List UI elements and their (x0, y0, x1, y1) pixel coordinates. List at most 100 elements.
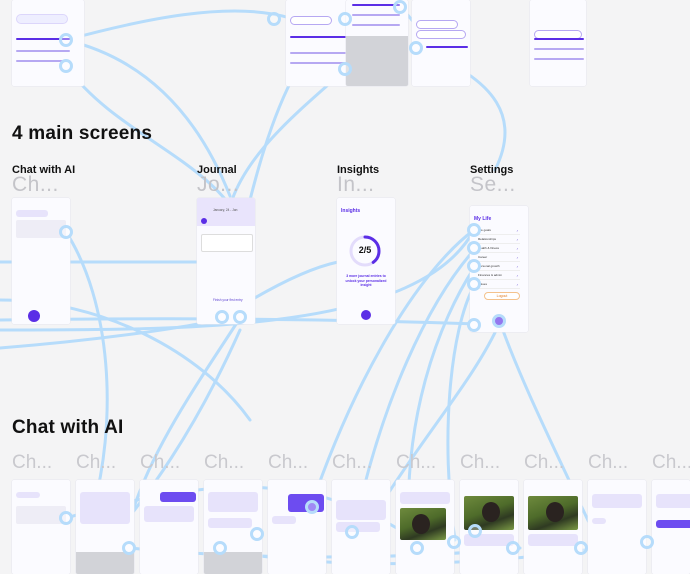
frame-label-chat: Chat with AI (12, 164, 76, 176)
login-button[interactable] (426, 46, 468, 48)
password-field[interactable] (416, 20, 458, 29)
settings-item[interactable]: Values› (474, 282, 520, 289)
insights-caption: 3 more journal entries to unlock your pe… (345, 274, 387, 287)
flow-ghost-label: Ch... (204, 452, 245, 473)
chat-flow-screen (204, 480, 262, 574)
prototype-hotspot[interactable] (640, 535, 654, 549)
flow-ghost-label: Ch... (588, 452, 629, 473)
flow-ghost-label: Ch... (76, 452, 117, 473)
frame-label-journal: Journal (197, 164, 237, 176)
prototype-hotspot[interactable] (410, 541, 424, 555)
google-signin-button[interactable] (534, 48, 584, 50)
keyboard[interactable] (76, 552, 134, 574)
signup-button[interactable] (534, 38, 584, 40)
email-field[interactable] (290, 16, 332, 25)
flow-ghost-label: Ch... (524, 452, 565, 473)
flow-ghost-label: Ch... (460, 452, 501, 473)
apple-signin-button[interactable] (290, 62, 346, 64)
insights-title: Insights (341, 208, 361, 214)
section-heading-main-screens: 4 main screens (12, 123, 153, 144)
prototype-hotspot[interactable] (338, 62, 352, 76)
keyboard[interactable] (204, 552, 262, 574)
frame-ghost-chat: Ch... (12, 173, 59, 196)
prototype-hotspot[interactable] (305, 500, 319, 514)
prototype-hotspot[interactable] (338, 12, 352, 26)
flow-ghost-label: Ch... (652, 452, 690, 473)
chat-flow-screen (652, 480, 690, 574)
prototype-hotspot[interactable] (467, 241, 481, 255)
prototype-hotspot[interactable] (468, 524, 482, 538)
apple-signin-button[interactable] (352, 24, 400, 26)
onboarding-screen-4 (530, 0, 586, 86)
email-field[interactable] (16, 14, 68, 24)
login-button[interactable] (290, 36, 346, 38)
prototype-hotspot[interactable] (506, 541, 520, 555)
frame-label-insights: Insights (337, 164, 380, 176)
apple-signin-button[interactable] (534, 58, 584, 60)
insights-progress-ring (349, 235, 381, 267)
prototype-hotspot[interactable] (574, 541, 588, 555)
flow-ghost-label: Ch... (396, 452, 437, 473)
add-entry-button[interactable] (361, 310, 371, 320)
prototype-hotspot[interactable] (393, 0, 407, 14)
flow-ghost-label: Ch... (332, 452, 373, 473)
journal-main-screen: January, 24 - Jan Finish your first entr… (197, 198, 255, 324)
prototype-hotspot[interactable] (59, 33, 73, 47)
chat-main-screen (12, 198, 70, 324)
google-signin-button[interactable] (352, 14, 400, 16)
record-button[interactable] (28, 310, 40, 322)
settings-item[interactable]: Relationships› (474, 237, 520, 244)
insights-progress-label: 2/5 (358, 245, 372, 255)
prototype-hotspot[interactable] (492, 314, 506, 328)
prototype-hotspot[interactable] (345, 525, 359, 539)
chat-input-area[interactable] (16, 220, 66, 238)
prototype-hotspot[interactable] (467, 259, 481, 273)
chat-flow-screen (396, 480, 454, 574)
prototype-hotspot[interactable] (467, 318, 481, 332)
onboarding-screen-1 (12, 0, 84, 86)
settings-item[interactable]: Finances & admin› (474, 273, 520, 280)
chat-flow-screen (140, 480, 198, 574)
prototype-hotspot[interactable] (250, 527, 264, 541)
settings-item[interactable]: Health & fitness› (474, 246, 520, 253)
journal-footer-text: Finish your first entry (213, 298, 243, 302)
chat-flow-screen (12, 480, 70, 574)
chat-flow-screen (268, 480, 326, 574)
prototype-hotspot[interactable] (215, 310, 229, 324)
selected-day[interactable] (201, 218, 207, 224)
logout-button[interactable]: Logout (484, 292, 520, 300)
journal-month: January, 24 - Jan (213, 208, 238, 212)
journal-entry-card[interactable] (201, 234, 253, 252)
prototype-hotspot[interactable] (409, 41, 423, 55)
onboarding-keyboard-screen (346, 0, 408, 86)
section-heading-chat-with-ai: Chat with AI (12, 417, 124, 438)
chat-flow-screen (524, 480, 582, 574)
prototype-hotspot[interactable] (267, 12, 281, 26)
prototype-hotspot[interactable] (59, 511, 73, 525)
flow-ghost-label: Ch... (140, 452, 181, 473)
prototype-hotspot[interactable] (59, 59, 73, 73)
insights-main-screen: Insights 2/5 3 more journal entries to u… (337, 198, 395, 324)
prototype-hotspot[interactable] (213, 541, 227, 555)
chat-flow-screen (588, 480, 646, 574)
chat-flow-screen (332, 480, 390, 574)
prototype-hotspot[interactable] (122, 541, 136, 555)
prototype-hotspot[interactable] (467, 277, 481, 291)
prototype-hotspot[interactable] (59, 225, 73, 239)
frame-ghost-settings: Se... (470, 173, 516, 196)
settings-item[interactable]: Personal growth› (474, 264, 520, 271)
settings-item[interactable]: Life goals› (474, 228, 520, 235)
chat-bubble (16, 210, 48, 217)
google-signin-button[interactable] (16, 50, 70, 52)
email-field[interactable] (416, 30, 466, 39)
prototype-hotspot[interactable] (447, 535, 461, 549)
settings-title: My Life (474, 216, 492, 222)
google-signin-button[interactable] (290, 52, 346, 54)
settings-item[interactable]: Career› (474, 255, 520, 262)
frame-label-settings: Settings (470, 164, 514, 176)
keyboard[interactable] (346, 36, 408, 86)
flow-ghost-label: Ch... (12, 452, 53, 473)
prototype-hotspot[interactable] (233, 310, 247, 324)
chat-flow-screen (76, 480, 134, 574)
prototype-hotspot[interactable] (467, 223, 481, 237)
